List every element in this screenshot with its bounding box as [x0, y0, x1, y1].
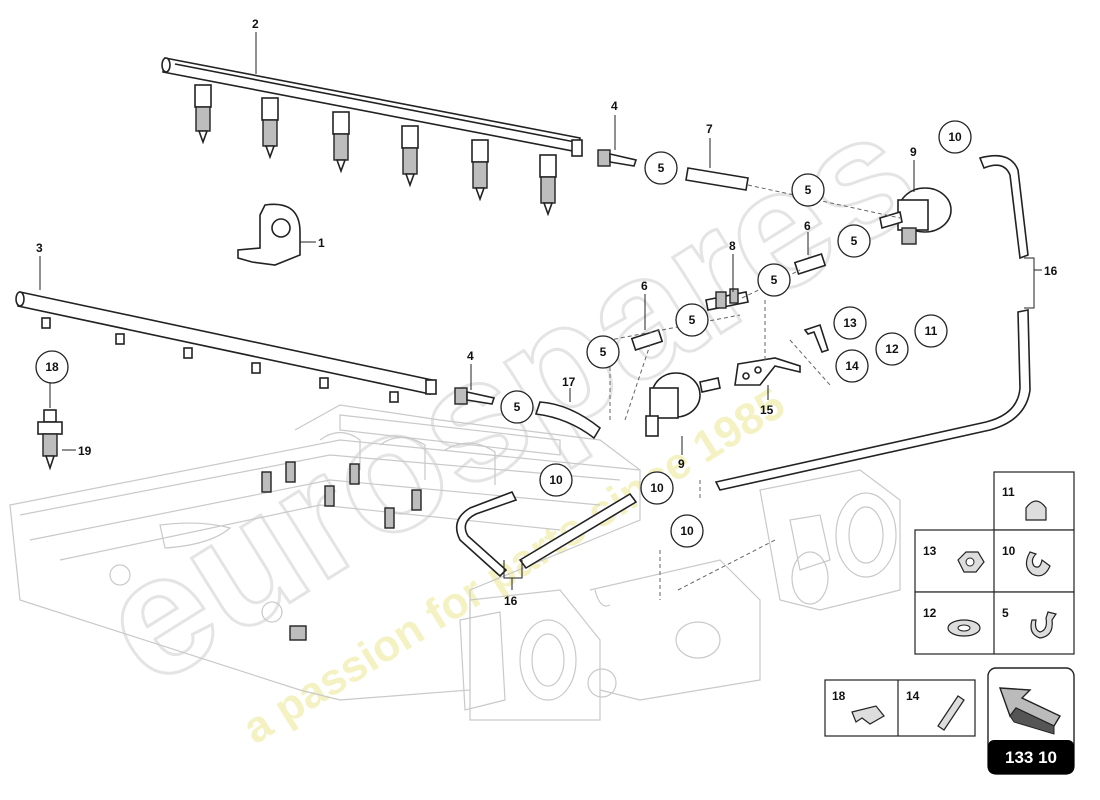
injector-3 [332, 111, 350, 174]
pipe-stub-upper [793, 252, 827, 276]
injector-6 [539, 154, 557, 217]
kit-cell-10: 10 [1002, 544, 1016, 558]
svg-text:14: 14 [845, 359, 859, 373]
circled-callout-13: 13 [833, 306, 867, 340]
svg-text:5: 5 [851, 234, 858, 248]
circled-callout-5f: 5 [586, 335, 620, 369]
svg-text:10: 10 [948, 130, 962, 144]
circled-callouts: 5 5 5 5 5 5 5 10 10 10 10 11 12 13 14 18 [35, 120, 972, 548]
circled-callout-10d: 10 [670, 514, 704, 548]
kit-cell-12: 12 [923, 606, 937, 620]
circled-callout-10c: 10 [640, 471, 674, 505]
svg-text:5: 5 [689, 313, 696, 327]
injector-5 [471, 139, 489, 202]
kit-cell-13: 13 [923, 544, 937, 558]
callout-6-lower: 6 [641, 279, 648, 293]
band-clamp-icon [1030, 611, 1057, 639]
callout-16-bottom: 16 [504, 594, 518, 608]
injector-loose [37, 409, 63, 471]
injector-1 [194, 84, 212, 145]
kit-cell-11: 11 [1002, 485, 1015, 499]
legend-cell-14: 14 [906, 689, 920, 703]
svg-text:5: 5 [771, 273, 778, 287]
circled-callout-5c: 5 [837, 224, 871, 258]
circled-callout-11: 11 [914, 314, 948, 348]
cap-nut-icon [1025, 500, 1047, 521]
clip-icon [851, 705, 885, 725]
stud-icon [937, 695, 965, 731]
callout-3: 3 [36, 241, 43, 255]
callout-1: 1 [318, 236, 325, 250]
callout-2: 2 [252, 17, 259, 31]
callout-7: 7 [706, 122, 713, 136]
callout-4-upper: 4 [611, 99, 618, 113]
callout-16-right: 16 [1044, 264, 1058, 278]
svg-text:18: 18 [45, 360, 59, 374]
circled-callout-12: 12 [875, 332, 909, 366]
circled-callout-5g: 5 [500, 390, 534, 424]
ghost-studs [261, 461, 422, 641]
pressure-regulator-lower [645, 372, 721, 437]
return-hose-long [714, 154, 1031, 491]
page-number: 133 10 [1005, 748, 1057, 767]
callout-9-lower: 9 [678, 457, 685, 471]
callout-8: 8 [729, 239, 736, 253]
pipe-connector [705, 288, 749, 311]
page-badge: 133 10 [987, 667, 1075, 775]
circled-callout-10a: 10 [938, 120, 972, 154]
injector-4 [401, 125, 419, 188]
callout-15: 15 [760, 403, 774, 417]
feed-hose-long [455, 490, 638, 578]
fuel-rail-upper [161, 57, 583, 217]
kit-cell-5: 5 [1002, 606, 1009, 620]
svg-text:13: 13 [843, 316, 857, 330]
regulator-bracket [734, 323, 830, 386]
circled-callout-5a: 5 [644, 151, 678, 185]
svg-text:10: 10 [549, 473, 563, 487]
hex-nut-icon [957, 551, 985, 573]
callout-19: 19 [78, 444, 92, 458]
short-hose-lower [534, 401, 602, 440]
pipe-stub-lower [630, 328, 664, 352]
callout-4-lower: 4 [467, 349, 474, 363]
pressure-regulator-upper [879, 187, 952, 245]
legend-cell-18: 18 [832, 689, 846, 703]
short-hose-upper [685, 167, 749, 191]
banjo-bolt-lower [454, 387, 496, 405]
svg-text:10: 10 [650, 481, 664, 495]
callout-17: 17 [562, 375, 576, 389]
kit-table: 11 13 10 12 5 [914, 471, 1075, 655]
circled-callout-10b: 10 [539, 463, 573, 497]
circled-callout-5b: 5 [791, 173, 825, 207]
circled-callout-18: 18 [35, 350, 69, 384]
svg-text:5: 5 [514, 400, 521, 414]
fuel-rail-lower [15, 291, 437, 403]
bracket [237, 203, 301, 266]
engine-block-ghost [9, 404, 901, 721]
callout-labels: 1 2 3 4 4 6 6 7 8 9 9 15 16 16 17 19 [36, 17, 1058, 608]
callout-9-upper: 9 [910, 145, 917, 159]
hose-clamp-icon [1025, 551, 1051, 577]
svg-text:5: 5 [805, 183, 812, 197]
washer-icon [947, 619, 981, 637]
circled-callout-5d: 5 [757, 263, 791, 297]
svg-text:10: 10 [680, 524, 694, 538]
svg-text:12: 12 [885, 342, 899, 356]
banjo-bolt-upper [597, 149, 638, 167]
svg-text:5: 5 [600, 345, 607, 359]
injector-2 [261, 97, 279, 160]
svg-text:5: 5 [658, 161, 665, 175]
leader-lines [39, 32, 1042, 590]
callout-6-upper: 6 [804, 219, 811, 233]
legend-box: 18 14 [824, 679, 976, 737]
circled-callout-14: 14 [835, 349, 869, 383]
circled-callout-5e: 5 [675, 303, 709, 337]
svg-text:11: 11 [925, 324, 938, 338]
